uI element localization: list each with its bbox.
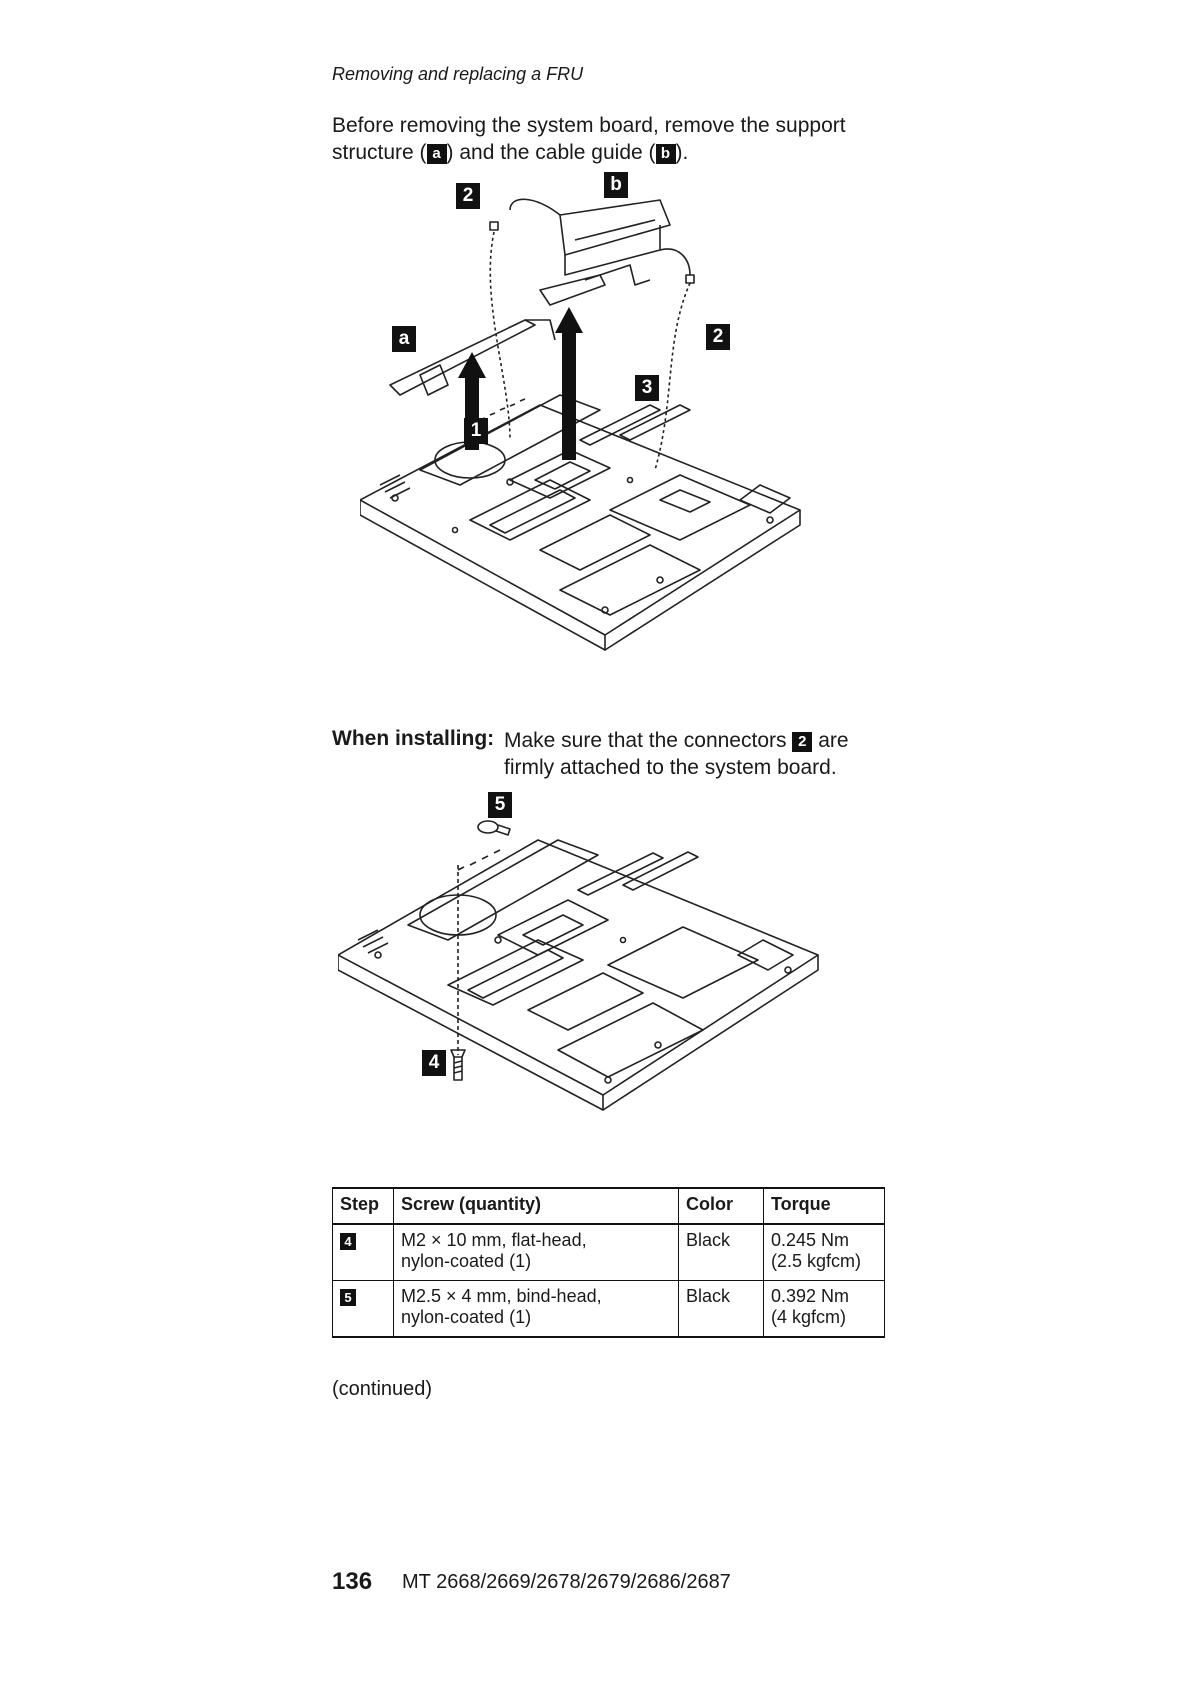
color-cell: Black [678,1280,764,1338]
col-screw: Screw (quantity) [393,1187,679,1225]
torque-cell: 0.245 Nm(2.5 kgfcm) [763,1223,885,1281]
intro-paragraph: Before removing the system board, remove… [332,112,912,166]
screw-line2: nylon-coated (1) [401,1251,532,1271]
callout-3: 3 [635,375,659,401]
screw-line1: M2.5 × 4 mm, bind-head, [401,1286,602,1306]
intro-text-2: ) and the cable guide ( [446,141,656,164]
torque-line2: (2.5 kgfcm) [771,1251,862,1271]
note-text-after: are firmly attached to the system board. [504,729,849,779]
callout-a: a [392,326,416,352]
step-badge: 4 [340,1233,356,1250]
step-badge: 5 [340,1289,356,1306]
screw-drawing [338,820,819,1111]
callout-b: b [604,172,628,198]
callout-5: 5 [488,792,512,818]
removal-diagram: 2 b a 2 3 1 [360,172,840,700]
running-header: Removing and replacing a FRU [332,64,584,84]
machine-types: MT 2668/2669/2678/2679/2686/2687 [402,1571,731,1593]
screw-table: Step Screw (quantity) Color Torque 4 M2 … [332,1187,885,1338]
note-label: When installing: [332,727,495,750]
note-text: Make sure that the connectors 2 are firm… [504,727,874,781]
table-header-row: Step Screw (quantity) Color Torque [332,1187,885,1225]
callout-2-right: 2 [706,324,730,350]
torque-line1: 0.245 Nm [771,1230,850,1250]
removal-drawing [360,198,801,651]
callout-badge-a: a [426,144,447,164]
callout-2-left: 2 [456,183,480,209]
callout-badge-b: b [655,144,676,164]
screw-line1: M2 × 10 mm, flat-head, [401,1230,587,1250]
col-torque: Torque [763,1187,885,1225]
step-cell: 4 [332,1223,394,1281]
table-row: 5 M2.5 × 4 mm, bind-head,nylon-coated (1… [332,1280,885,1338]
torque-line1: 0.392 Nm [771,1286,850,1306]
intro-text-3: ). [675,141,689,164]
callout-4: 4 [422,1050,446,1076]
screw-diagram: 5 4 [338,792,878,1150]
col-color: Color [678,1187,764,1225]
torque-cell: 0.392 Nm(4 kgfcm) [763,1280,885,1338]
screw-cell: M2 × 10 mm, flat-head,nylon-coated (1) [393,1223,679,1281]
step-cell: 5 [332,1280,394,1338]
intro-text-1: Before removing the system board, remove… [332,114,846,164]
color-cell: Black [678,1223,764,1281]
page-number: 136 [332,1568,373,1595]
screw-cell: M2.5 × 4 mm, bind-head,nylon-coated (1) [393,1280,679,1338]
screw-line2: nylon-coated (1) [401,1307,532,1327]
torque-line2: (4 kgfcm) [771,1307,847,1327]
continued-label: (continued) [332,1378,433,1400]
note-callout-badge-2: 2 [792,732,813,752]
callout-1: 1 [464,418,488,444]
note-text-before: Make sure that the connectors [504,729,787,752]
table-row: 4 M2 × 10 mm, flat-head,nylon-coated (1)… [332,1223,885,1281]
col-step: Step [332,1187,394,1225]
